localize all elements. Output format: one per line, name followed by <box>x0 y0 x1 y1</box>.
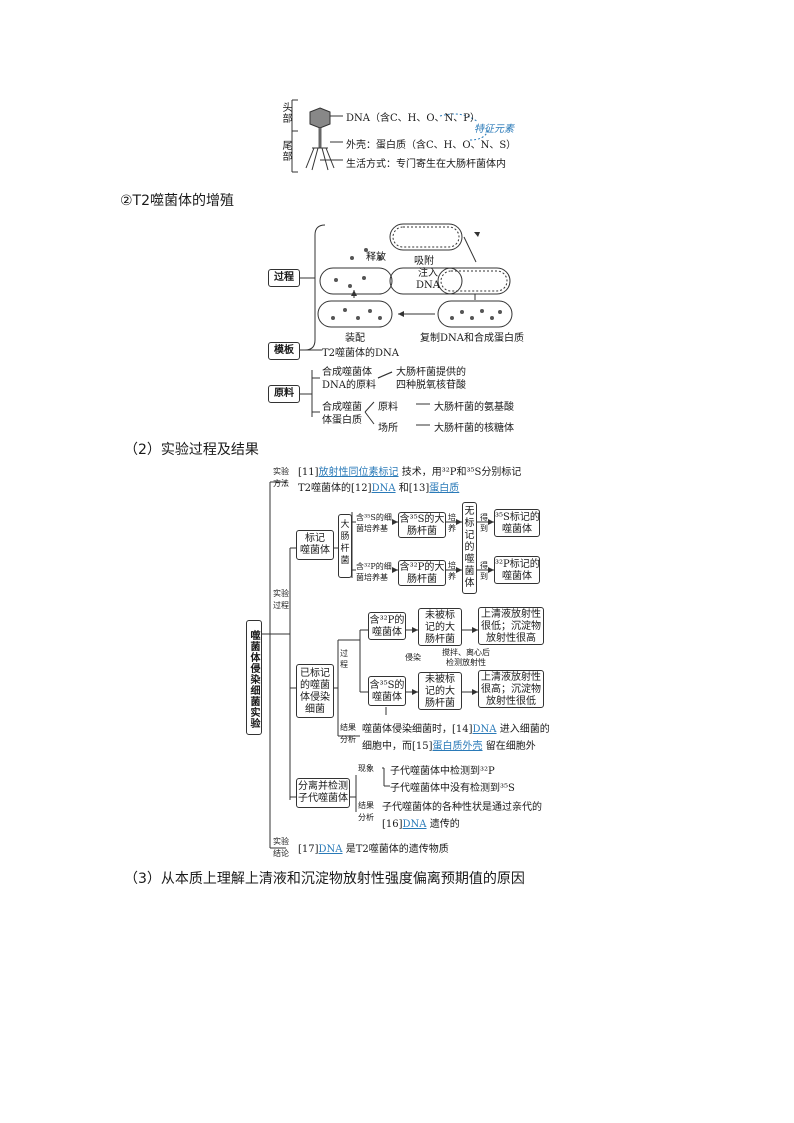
material-box: 原料 <box>268 385 300 403</box>
answer-11: 放射性同位素标记 <box>318 467 399 478</box>
p32-medium: 含³²P的细 菌培养基 <box>356 562 392 582</box>
s35-medium: 含³⁵S的细 菌培养基 <box>356 513 392 533</box>
separate-box: 分离并检测 子代噬菌体 <box>296 778 350 808</box>
process-label: 实验 过程 <box>273 589 289 610</box>
assemble-label: 装配 <box>345 333 365 344</box>
material-dna-desc: 大肠杆菌提供的 四种脱氧核苷酸 <box>396 367 466 391</box>
result-box-2: 上清液放射性 很高；沉淀物 放射性很低 <box>478 670 544 708</box>
phage-tail-label: 尾部 <box>280 140 291 162</box>
raw-desc: 大肠杆菌的氨基酸 <box>434 402 514 413</box>
answer-15: 蛋白质外壳 <box>432 741 483 752</box>
phage-dna-text: DNA（含C、H、O、N、P） <box>346 113 481 124</box>
labeled-infect-box: 已标记 的噬菌 体侵染 细菌 <box>296 664 334 718</box>
result-analysis-line2: [16]DNA 遗传的 <box>382 819 460 830</box>
p32-ecoli-box: 含³²P的大 肠杆菌 <box>398 560 446 586</box>
site-label: 场所 <box>378 423 398 434</box>
special-element-note: 特征元素 <box>474 124 514 135</box>
conclusion-line: [17]DNA 是T2噬菌体的遗传物质 <box>298 844 449 855</box>
label-phage-box: 标记 噬菌体 <box>296 530 334 560</box>
analysis-line2: 细胞中，而[15]蛋白质外壳 留在细胞外 <box>362 741 536 752</box>
template-box: 模板 <box>268 342 300 360</box>
inject-dna-label: 注入 DNA <box>416 268 440 291</box>
obtain-label-1: 得 到 <box>480 513 488 533</box>
method-label: 实验 方法 <box>273 467 289 488</box>
s35-phage-box-2: 含³⁵S的 噬菌体 <box>368 676 406 706</box>
section-reason-heading: （3）从本质上理解上清液和沉淀物放射性强度偏离预期值的原因 <box>124 871 525 887</box>
material-dna: 合成噬菌体 DNA的原料 <box>322 367 376 391</box>
unlabeled-ecoli-box-2: 未被标 记的大 肠杆菌 <box>418 672 462 710</box>
phenomenon-2: 子代噬菌体中没有检测到³⁵S <box>390 783 515 794</box>
phenomenon-1: 子代噬菌体中检测到³²P <box>390 766 495 777</box>
ecoli-box: 大 肠 杆 菌 <box>338 514 352 578</box>
answer-17: DNA <box>318 844 343 855</box>
s35-phage-box: ³⁵S标记的 噬菌体 <box>494 509 540 537</box>
replicate-label: 复制DNA和合成蛋白质 <box>420 333 524 344</box>
result-analysis-label: 结果 分析 <box>358 801 374 822</box>
analysis-label: 结果 分析 <box>340 723 356 744</box>
phenomenon-label: 现象 <box>358 764 374 773</box>
method-line1: [11]放射性同位素标记 技术，用³²P和³⁵S分别标记 <box>298 467 522 478</box>
phage-life-text: 生活方式：专门寄生在大肠杆菌体内 <box>346 159 506 170</box>
site-desc: 大肠杆菌的核糖体 <box>434 423 514 434</box>
conclusion-label: 实验 结论 <box>273 837 289 858</box>
phage-shell-text: 外壳：蛋白质（含C、H、O、N、S） <box>346 140 517 151</box>
material-protein: 合成噬菌 体蛋白质 <box>322 402 362 426</box>
answer-13: 蛋白质 <box>429 483 460 494</box>
p32-phage-box-2: 含³²P的 噬菌体 <box>368 612 406 640</box>
infect-label: 侵染 <box>405 653 421 662</box>
section-experiment-heading: （2）实验过程及结果 <box>124 442 259 458</box>
s35-ecoli-box: 含³⁵S的大 肠杆菌 <box>398 512 446 538</box>
unlabeled-ecoli-box-1: 未被标 记的大 肠杆菌 <box>418 608 462 646</box>
process-box: 过程 <box>268 269 300 287</box>
proc-label: 过 程 <box>340 649 348 669</box>
answer-16: DNA <box>402 819 427 830</box>
release-label: 释放 <box>366 252 386 263</box>
culture-label-2: 培 养 <box>448 561 456 581</box>
template-desc: T2噬菌体的DNA <box>322 348 400 359</box>
answer-14: DNA <box>472 724 497 735</box>
result-analysis-line1: 子代噬菌体的各种性状是通过亲代的 <box>382 802 542 813</box>
result-box-1: 上清液放射性 很低；沉淀物 放射性很高 <box>478 607 544 645</box>
method-line2: T2噬菌体的[12]DNA 和[13]蛋白质 <box>298 483 460 494</box>
obtain-label-2: 得 到 <box>480 561 488 581</box>
stir-label: 搅拌、离心后 检测放射性 <box>442 648 490 667</box>
adsorb-label: 吸附 <box>414 256 434 267</box>
culture-label-1: 培 养 <box>448 513 456 533</box>
unlabeled-phage-box: 无 标 记 的 噬 菌 体 <box>462 502 477 594</box>
raw-label: 原料 <box>378 402 398 413</box>
phage-head-label: 头部 <box>280 102 291 124</box>
p32-phage-box: ³²P标记的 噬菌体 <box>494 556 540 584</box>
analysis-line1: 噬菌体侵染细菌时，[14]DNA 进入细菌的 <box>362 724 550 735</box>
answer-12: DNA <box>371 483 396 494</box>
experiment-root-box: 噬菌体侵染细菌实验 <box>246 620 262 735</box>
section-reproduction-heading: ②T2噬菌体的增殖 <box>120 193 235 209</box>
